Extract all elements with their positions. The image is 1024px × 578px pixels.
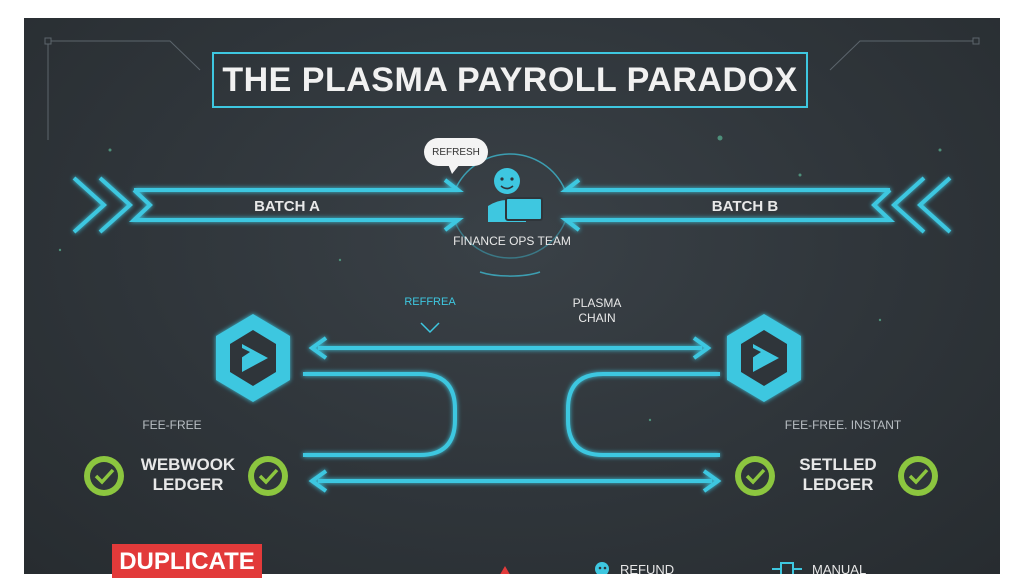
page-title: THE PLASMA PAYROLL PARADOX [222,60,798,99]
refund-icon [595,562,609,574]
check-icon-2 [248,456,288,496]
corner-decoration [44,37,980,140]
background-stars [58,135,942,422]
fee-free-left-label: FEE-FREE [142,418,202,432]
manual-label: MANUAL [812,562,867,577]
refrea-label: REFFREA [404,296,456,308]
double-arrow-top [308,336,712,360]
settled-ledger-label: SETLLED LEDGER [782,455,894,495]
refresh-bubble: REFRESH [424,138,488,166]
batch-b-label: BATCH B [711,198,779,215]
check-icon-4 [898,456,938,496]
title-box: THE PLASMA PAYROLL PARADOX [212,52,808,108]
check-icon-3 [735,456,775,496]
double-arrow-bottom [308,469,722,493]
plasma-hex-icon-right [727,314,801,402]
team-label: FINANCE OPS TEAM [453,234,571,248]
webwook-line-1: WEBWOOK [140,455,236,474]
plasma-chain-line-1: PLASMA [572,296,622,310]
warning-icon [500,566,510,574]
webwook-ledger-label: WEBWOOK LEDGER [132,455,244,495]
webwook-line-2: LEDGER [152,475,224,494]
chevron-down-icon [420,322,440,334]
plasma-chain-label: PLASMA CHAIN [555,296,639,326]
batch-b-arrow [560,176,952,234]
settled-line-1: SETLLED [799,455,877,474]
plasma-chain-line-2: CHAIN [578,311,616,325]
batch-a-label: BATCH A [254,198,320,215]
duplicate-badge: DUPLICATE [112,544,262,578]
plasma-hex-icon-left [216,314,290,402]
fee-free-right-label: FEE-FREE. INSTANT [784,418,902,432]
refund-label: REFUND [620,562,675,577]
person-icon [488,168,543,222]
manual-icon [772,562,802,574]
team-ring [454,153,566,277]
loop-connectors [303,372,720,457]
batch-a-arrow [72,176,464,234]
check-icon-1 [84,456,124,496]
settled-line-2: LEDGER [802,475,874,494]
